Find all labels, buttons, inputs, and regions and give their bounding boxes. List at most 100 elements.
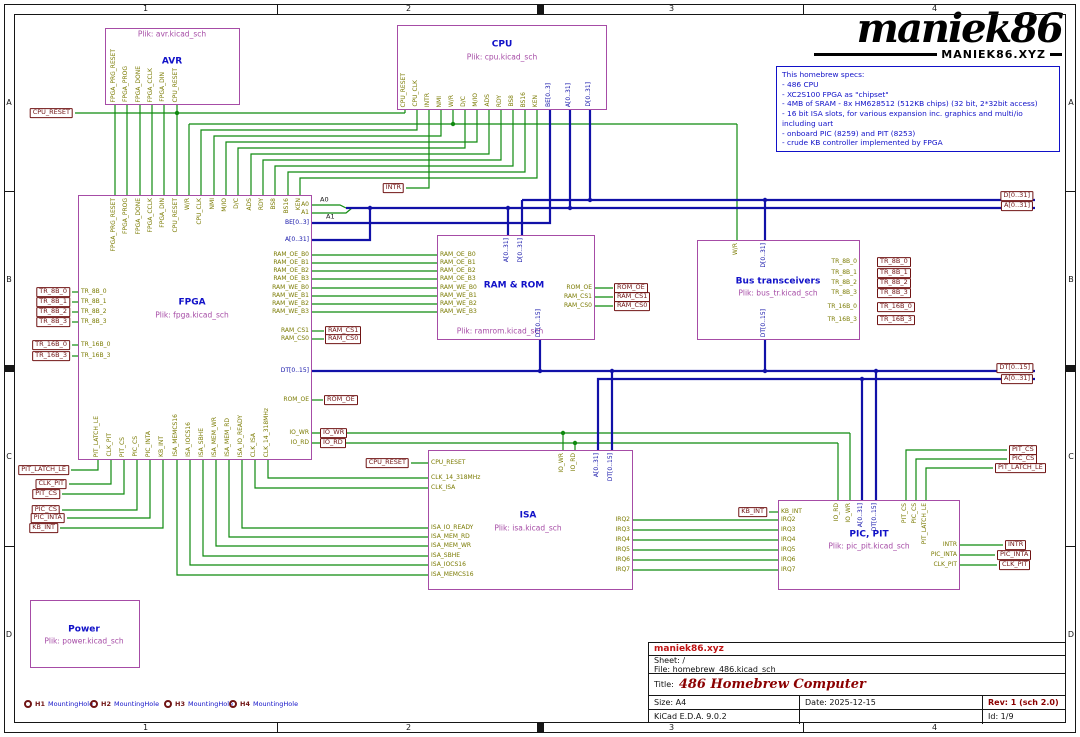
wire-segment[interactable] [915,458,1007,500]
wire-segment[interactable] [67,460,151,519]
pin-irq6[interactable]: IRQ6 [615,556,630,563]
pin-irq2[interactable]: IRQ2 [781,516,796,523]
pin-ram-we-b3[interactable]: RAM_WE_B3 [272,308,309,315]
pin-intr[interactable]: INTR [942,541,957,548]
pin-ram-cs0[interactable]: RAM_CS0 [563,302,592,309]
bus-segment[interactable] [596,377,1035,450]
global-label-tr-8b-2[interactable]: TR_8B_2 [877,278,911,288]
pin-a0[interactable]: A0 [301,201,309,208]
pin-ram-cs1[interactable]: RAM_CS1 [280,327,309,334]
wire-segment[interactable] [241,460,428,529]
global-label-cpu-reset[interactable]: CPU_RESET [365,458,409,468]
pin-ram-we-b3[interactable]: RAM_WE_B3 [440,308,477,315]
sheet-isa[interactable] [428,450,633,590]
pin-ram-cs0[interactable]: RAM_CS0 [280,335,309,342]
pin-isa-iocs16[interactable]: ISA_IOCS16 [431,561,466,568]
pin-a-0-31[interactable]: A[0..31] [284,236,309,243]
wire-segment[interactable] [312,207,353,214]
mounting-hole-icon[interactable] [24,700,32,708]
pin-isa-memcs16[interactable]: ISA_MEMCS16 [431,571,474,578]
wire-segment[interactable] [60,460,164,529]
sheet-bustr[interactable] [697,240,860,340]
pin-isa-sbhe[interactable]: ISA_SBHE [431,552,461,559]
global-label-tr-8b-0[interactable]: TR_8B_0 [36,287,70,297]
pin-irq3[interactable]: IRQ3 [781,526,796,533]
global-label-io-wr[interactable]: IO_WR [320,428,348,438]
global-label-tr-8b-0[interactable]: TR_8B_0 [877,257,911,267]
global-label-tr-8b-3[interactable]: TR_8B_3 [877,288,911,298]
wire-segment[interactable] [250,110,490,195]
pin-irq3[interactable]: IRQ3 [615,526,630,533]
pin-ram-we-b1[interactable]: RAM_WE_B1 [272,292,309,299]
sheet-picpit[interactable] [778,500,960,590]
pin-tr-8b-3[interactable]: TR_8B_3 [81,318,107,325]
pin-ram-oe-b1[interactable]: RAM_OE_B1 [273,259,309,266]
global-label-pit-latch-le[interactable]: PIT_LATCH_LE [995,463,1046,473]
wire-segment[interactable] [202,460,428,557]
global-label-tr-16b-0[interactable]: TR_16B_0 [877,302,915,312]
pin-irq5[interactable]: IRQ5 [615,546,630,553]
pin-kb-int[interactable]: KB_INT [781,508,802,515]
wire-segment[interactable] [200,110,418,195]
pin-ram-oe-b2[interactable]: RAM_OE_B2 [440,267,476,274]
pin-irq6[interactable]: IRQ6 [781,556,796,563]
global-label-dt-0-15[interactable]: DT[0..15] [996,363,1033,373]
global-label-intr[interactable]: INTR [382,183,404,193]
global-label-pit-cs[interactable]: PIT_CS [32,489,60,499]
pin-irq4[interactable]: IRQ4 [615,536,630,543]
pin-irq2[interactable]: IRQ2 [615,516,630,523]
pin-tr-8b-1[interactable]: TR_8B_1 [831,269,857,276]
global-label-ram-cs0[interactable]: RAM_CS0 [614,301,651,311]
global-label-pic-inta[interactable]: PIC_INTA [30,513,65,523]
pin-ram-oe-b3[interactable]: RAM_OE_B3 [273,275,309,282]
wire-segment[interactable] [215,460,428,547]
wire-segment[interactable] [299,110,538,195]
pin-irq5[interactable]: IRQ5 [781,546,796,553]
pin-clk-pit[interactable]: CLK_PIT [933,561,957,568]
sheet-ramrom[interactable] [437,235,595,340]
wire-segment[interactable] [228,460,428,538]
global-label-intr[interactable]: INTR [1005,540,1027,550]
pin-tr-8b-1[interactable]: TR_8B_1 [81,298,107,305]
pin-ram-we-b0[interactable]: RAM_WE_B0 [440,284,477,291]
global-label-kb-int[interactable]: KB_INT [738,507,767,517]
global-label-pic-inta[interactable]: PIC_INTA [997,550,1032,560]
global-label-io-rd[interactable]: IO_RD [320,438,346,448]
global-label-a-0-31[interactable]: A[0..31] [1000,201,1033,211]
pin-ram-cs1[interactable]: RAM_CS1 [563,293,592,300]
pin-tr-8b-0[interactable]: TR_8B_0 [81,288,107,295]
wire-segment[interactable] [274,110,514,195]
pin-tr-8b-3[interactable]: TR_8B_3 [831,289,857,296]
sheet-power[interactable] [30,600,140,668]
pin-io-rd[interactable]: IO_RD [290,439,309,446]
wire-segment[interactable] [905,449,1007,500]
pin-ram-oe-b2[interactable]: RAM_OE_B2 [273,267,309,274]
pin-ram-oe-b3[interactable]: RAM_OE_B3 [440,275,476,282]
pin-ram-we-b1[interactable]: RAM_WE_B1 [440,292,477,299]
pin-isa-io-ready[interactable]: ISA_IO_READY [431,524,474,531]
wire-segment[interactable] [62,460,138,511]
pin-rom-oe[interactable]: ROM_OE [283,396,309,403]
wire-segment[interactable] [62,460,125,495]
wire-segment[interactable] [312,204,347,209]
pin-isa-mem-rd[interactable]: ISA_MEM_RD [431,533,470,540]
sheet-fpga[interactable] [78,195,312,460]
wire-segment[interactable] [225,110,478,195]
pin-pic-inta[interactable]: PIC_INTA [930,551,957,558]
pin-rom-oe[interactable]: ROM_OE [566,284,592,291]
sheet-avr[interactable] [105,28,240,105]
mounting-hole-icon[interactable] [164,700,172,708]
global-label-tr-8b-2[interactable]: TR_8B_2 [36,307,70,317]
global-label-tr-8b-3[interactable]: TR_8B_3 [36,317,70,327]
pin-tr-8b-2[interactable]: TR_8B_2 [831,279,857,286]
pin-tr-16b-0[interactable]: TR_16B_0 [827,303,857,310]
pin-a1[interactable]: A1 [301,209,309,216]
global-label-tr-8b-1[interactable]: TR_8B_1 [877,268,911,278]
pin-ram-we-b0[interactable]: RAM_WE_B0 [272,284,309,291]
pin-isa-mem-wr[interactable]: ISA_MEM_WR [431,542,472,549]
pin-tr-8b-0[interactable]: TR_8B_0 [831,258,857,265]
wire-segment[interactable] [189,460,428,566]
global-label-pit-latch-le[interactable]: PIT_LATCH_LE [18,465,69,475]
net-label-a1[interactable]: A1 [326,212,335,221]
